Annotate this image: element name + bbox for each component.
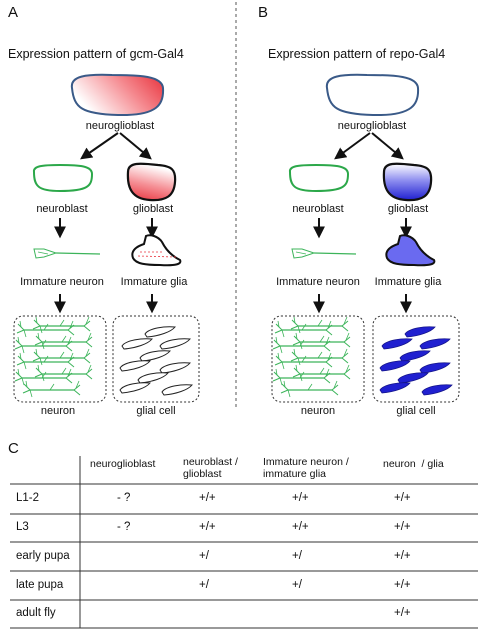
row-stage-l3: L3: [16, 521, 29, 533]
glia-box-b: [372, 315, 460, 403]
cell-l3-neuroglioblast: - ?: [117, 521, 131, 533]
glioblast-cell-a: [126, 162, 177, 202]
immature-glia-a: [131, 234, 182, 267]
neuron-box-a: [13, 315, 107, 403]
immature-neuron-a: [33, 248, 101, 259]
neuron-label-a: neuron: [40, 405, 76, 417]
cell-l3-blast: +/+: [199, 521, 216, 533]
cell-early-pupa-mature: +/+: [394, 550, 411, 562]
immature-neuron-b: [291, 248, 357, 259]
glia-box-a: [112, 315, 200, 403]
panel-c-letter: C: [8, 440, 19, 457]
cell-l1-2-immature: +/+: [292, 492, 309, 504]
glioblast-label-a: glioblast: [132, 203, 174, 215]
neuroblast-label-b: neuroblast: [292, 203, 344, 215]
cell-l1-2-mature: +/+: [394, 492, 411, 504]
glia-cluster-b: [379, 326, 453, 396]
panel-a-title: Expression pattern of gcm-Gal4: [8, 47, 184, 61]
neuron-cluster-b: [272, 316, 351, 398]
glial-cell-label-a: glial cell: [136, 405, 176, 417]
glial-cell-label-b: glial cell: [396, 405, 436, 417]
glioblast-cell-b: [382, 162, 433, 202]
cell-adult-fly-mature: +/+: [394, 607, 411, 619]
neuroblast-cell-a: [32, 163, 94, 193]
neuron-cluster-a: [14, 316, 93, 398]
immature-neuron-label-a: Immature neuron: [20, 276, 104, 288]
glioblast-label-b: glioblast: [387, 203, 429, 215]
cell-l1-2-neuroglioblast: - ?: [117, 492, 131, 504]
cell-late-pupa-blast: +/: [199, 579, 209, 591]
neuroblast-label-a: neuroblast: [36, 203, 88, 215]
neuroglioblast-cell-b: [325, 73, 420, 117]
cell-late-pupa-immature: +/: [292, 579, 302, 591]
row-stage-late-pupa: late pupa: [16, 579, 64, 591]
col-header-neuroglioblast: neuroglioblast: [90, 458, 156, 470]
row-stage-early-pupa: early pupa: [16, 550, 70, 562]
neuroglioblast-label-a: neuroglioblast: [85, 120, 155, 132]
col-header-immature: Immature neuron / immature glia: [263, 456, 349, 480]
cell-l1-2-blast: +/+: [199, 492, 216, 504]
row-stage-l1-2: L1-2: [16, 492, 40, 504]
row-stage-adult-fly: adult fly: [16, 607, 56, 619]
neuron-box-b: [271, 315, 365, 403]
panel-a-letter: A: [8, 4, 19, 21]
cell-early-pupa-blast: +/: [199, 550, 209, 562]
cell-late-pupa-mature: +/+: [394, 579, 411, 591]
immature-glia-b: [385, 234, 436, 267]
cell-l3-immature: +/+: [292, 521, 309, 533]
neuroglioblast-label-b: neuroglioblast: [337, 120, 407, 132]
neuroglioblast-cell-a: [70, 73, 165, 117]
immature-neuron-label-b: Immature neuron: [276, 276, 360, 288]
glia-cluster-a: [119, 326, 193, 396]
col-header-neuroblast-glioblast: neuroblast / glioblast: [183, 456, 238, 480]
cell-l3-mature: +/+: [394, 521, 411, 533]
col-header-neuron-glia: neuron / glia: [383, 458, 444, 470]
panel-b-title: Expression pattern of repo-Gal4: [268, 47, 446, 61]
immature-glia-label-a: Immature glia: [120, 276, 188, 288]
cell-early-pupa-immature: +/: [292, 550, 302, 562]
neuroblast-cell-b: [288, 163, 350, 193]
immature-glia-label-b: Immature glia: [374, 276, 442, 288]
neuron-label-b: neuron: [300, 405, 336, 417]
panel-b-letter: B: [258, 4, 269, 21]
